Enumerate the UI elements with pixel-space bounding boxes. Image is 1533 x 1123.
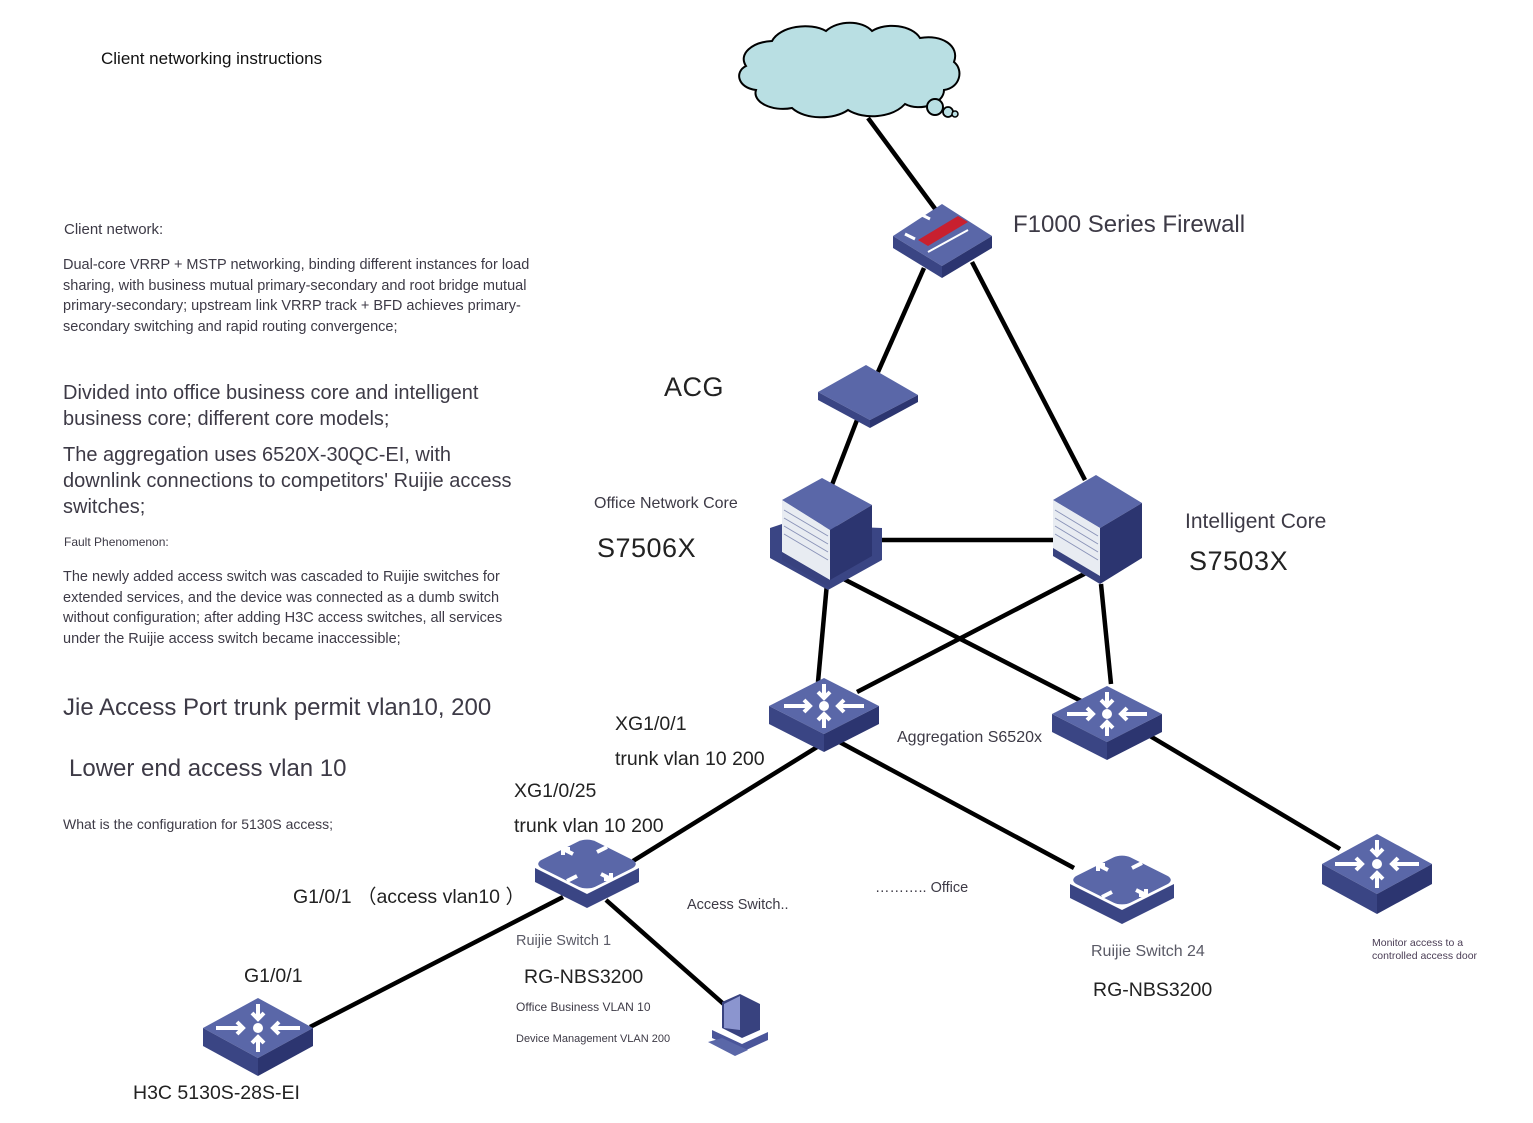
agg-trunk-label: trunk vlan 10 200 <box>615 748 765 770</box>
l2-switch-icon <box>1070 855 1174 924</box>
links <box>308 116 1342 1030</box>
l3-switch-icon <box>1052 686 1162 760</box>
client-network-body: Dual-core VRRP + MSTP networking, bindin… <box>63 257 530 335</box>
ruijie-switch-1-label: Ruijie Switch 1 <box>516 933 612 949</box>
chassis-switch-icon <box>1053 475 1142 584</box>
ruijie-uplink-trunk-label: trunk vlan 10 200 <box>514 815 664 837</box>
firewall-icon <box>893 204 992 278</box>
monitor-switch-label: Monitor access to a controlled access do… <box>1372 937 1478 962</box>
l3-switch-icon <box>1322 834 1432 914</box>
chassis-switch-icon <box>770 478 882 590</box>
link-ruijie1-h3c <box>308 894 565 1030</box>
h3c-port-label: G1/0/1 <box>244 965 303 987</box>
link-acg-office-core <box>827 419 860 491</box>
intelligent-core-label: Intelligent Core <box>1185 510 1327 533</box>
ruijie-switch-1-model: RG-NBS3200 <box>524 966 644 988</box>
office-core-model: S7506X <box>597 533 697 563</box>
link-agg1-ruijie24 <box>830 736 1076 870</box>
appliance-icon <box>818 365 918 428</box>
acg-label: ACG <box>664 372 725 402</box>
ruijie-switch-24-label: Ruijie Switch 24 <box>1091 943 1205 960</box>
h3c-switch-label: H3C 5130S-28S-EI <box>133 1082 300 1104</box>
link-ruijie1-pc <box>604 898 729 1009</box>
link-office-core-agg1 <box>815 571 831 683</box>
ruijie-switch-24-model: RG-NBS3200 <box>1093 979 1213 1001</box>
ruijie-uplink-port-label: XG1/0/25 <box>514 780 597 802</box>
intelligent-core-model: S7503X <box>1189 546 1289 576</box>
client-network-heading: Client network: <box>64 221 164 238</box>
lower-end-note: Lower end access vlan 10 <box>69 755 347 782</box>
link-agg2-monitor <box>1148 734 1342 851</box>
link-firewall-intelligent-core <box>970 260 1087 482</box>
link-cloud-firewall <box>866 116 938 212</box>
cloud-icon <box>738 21 961 119</box>
access-switch-note: Access Switch.. <box>687 897 789 913</box>
fault-body: The newly added access switch was cascad… <box>63 569 503 647</box>
agg-port-label: XG1/0/1 <box>615 713 687 735</box>
question-note: What is the configuration for 5130S acce… <box>63 816 334 832</box>
aggregation-note: The aggregation uses 6520X-30QC-EI, with… <box>63 444 512 518</box>
ruijie-downlink-label: G1/0/1 （access vlan10 ） <box>293 886 525 908</box>
vlan-business-label: Office Business VLAN 10 <box>516 1000 651 1014</box>
l2-switch-icon <box>535 839 639 908</box>
l3-switch-icon <box>769 678 879 752</box>
page-title: Client networking instructions <box>101 49 323 68</box>
l3-switch-icon <box>203 998 313 1076</box>
office-note: ……….. Office <box>875 880 969 896</box>
link-intelligent-core-agg1 <box>855 570 1090 694</box>
vlan-management-label: Device Management VLAN 200 <box>516 1033 671 1045</box>
core-division-note: Divided into office business core and in… <box>63 382 479 430</box>
pc-icon <box>708 994 768 1056</box>
fault-heading: Fault Phenomenon: <box>64 535 169 549</box>
office-core-label: Office Network Core <box>594 495 738 512</box>
aggregation-label: Aggregation S6520x <box>897 729 1042 746</box>
link-agg1-ruijie1 <box>631 742 824 863</box>
trunk-permit-note: Jie Access Port trunk permit vlan10, 200 <box>63 694 492 721</box>
firewall-label: F1000 Series Firewall <box>1013 211 1246 238</box>
link-intelligent-core-agg2 <box>1098 583 1114 685</box>
link-firewall-acg <box>875 267 927 373</box>
